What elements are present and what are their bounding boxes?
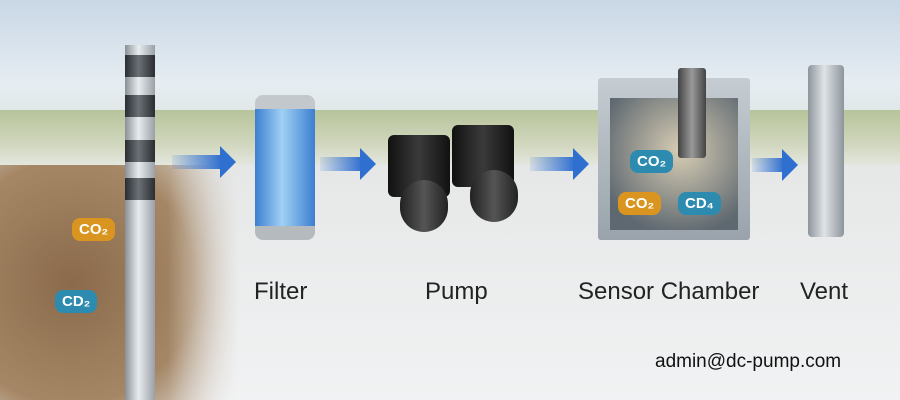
flow-arrow (530, 148, 589, 180)
flow-arrow (320, 148, 376, 180)
probe-band (125, 55, 155, 77)
chamber-co2-tag: CO₂ (630, 150, 674, 173)
flow-arrow (172, 146, 236, 178)
probe-band (125, 140, 155, 162)
pump-motor (400, 180, 448, 232)
soil-co2-tag: CO₂ (72, 218, 116, 241)
contact-email: admin@dc-pump.com (655, 351, 842, 372)
gas-sensor (678, 68, 706, 158)
pump-label: Pump (425, 278, 488, 305)
vent-label: Vent (800, 278, 849, 305)
chamber-cd4-tag: CD₄ (678, 192, 721, 215)
flow-arrow (752, 149, 798, 181)
probe-band (125, 95, 155, 117)
pump-motor (470, 170, 518, 222)
soil-cd2-tag: CD₂ (55, 290, 98, 313)
sensor-chamber-label: Sensor Chamber (578, 278, 760, 305)
chamber-co2-tag: CO₂ (618, 192, 662, 215)
filter-label: Filter (254, 278, 308, 305)
filter-cylinder (255, 95, 315, 240)
soil-section (0, 165, 240, 400)
probe-band (125, 178, 155, 200)
vent-pipe (808, 65, 844, 237)
